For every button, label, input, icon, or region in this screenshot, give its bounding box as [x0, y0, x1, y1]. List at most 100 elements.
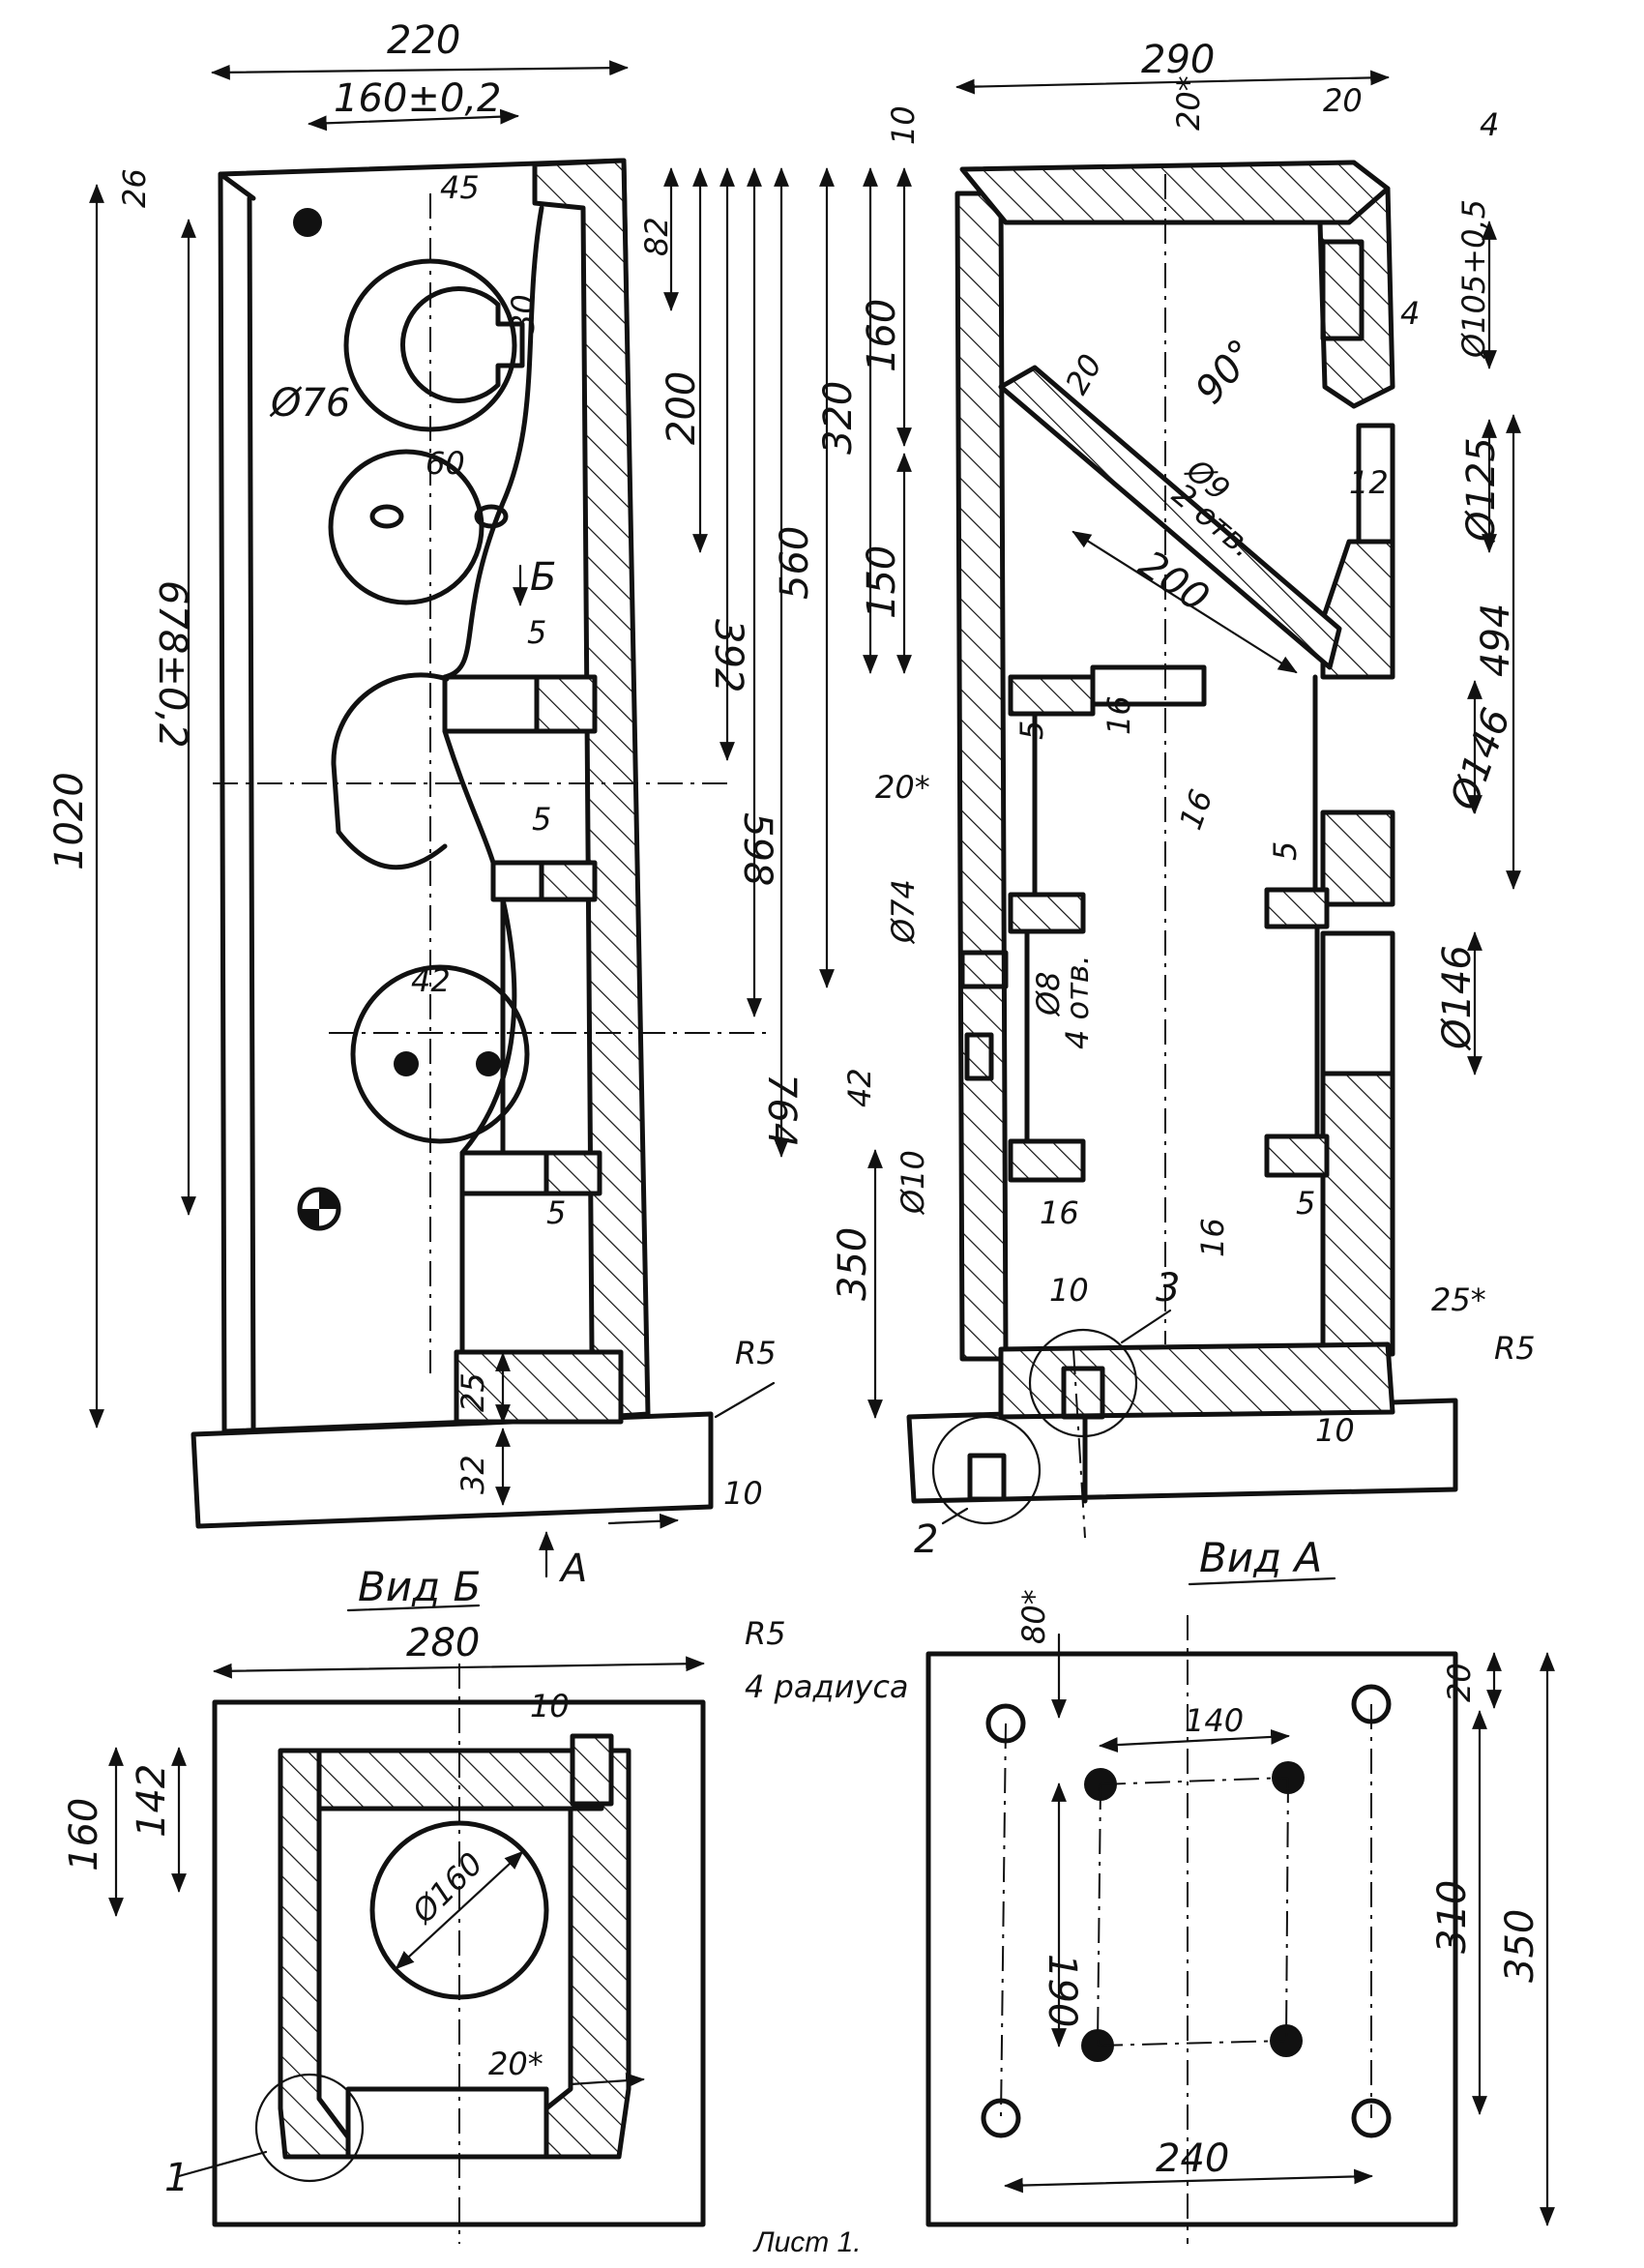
top-wall — [959, 160, 1391, 225]
dim-d8: Ø8 — [1030, 971, 1067, 1017]
dim-494: 494 — [1474, 604, 1518, 677]
dim-25: 25* — [1431, 1281, 1486, 1318]
dim-190: 190 — [1040, 1954, 1084, 2027]
callout-1-label: 1 — [164, 2156, 189, 2200]
dim-d10: Ø10 — [895, 1150, 931, 1216]
dim-d125: Ø125 — [1459, 437, 1504, 544]
dim-20: 20* — [488, 2046, 543, 2082]
dim-20s: 20* — [1170, 75, 1207, 131]
view-b-title: Вид Б — [358, 1563, 481, 1610]
inner-flange-2 — [1008, 892, 1086, 934]
view-b-right-wall — [543, 1748, 631, 2160]
port-146 — [1320, 930, 1395, 1076]
dim-42: 42 — [411, 962, 451, 999]
dim-160: 160±0,2 — [334, 76, 501, 121]
dim-20c: 20* — [875, 769, 930, 806]
shelf-1 — [534, 674, 598, 734]
dim-42: 42 — [841, 1068, 878, 1107]
dim-350: 350 — [1498, 1909, 1542, 1983]
dim-20: 20 — [1441, 1663, 1478, 1702]
view-a-title: Вид А — [1199, 1534, 1322, 1581]
bottom-block — [454, 1349, 624, 1425]
opening-2 — [328, 449, 484, 605]
dim-5c: 5 — [546, 1194, 566, 1231]
dim-350: 350 — [831, 1227, 875, 1301]
side-section-view: 290 20* 20 10 4 Ø105+0,5 4 320 160 560 2… — [773, 38, 1536, 1562]
dim-16d: 16 — [1194, 1218, 1231, 1257]
sheet-label: Лист 1. — [752, 2226, 862, 2258]
dim-4: 4 — [1480, 106, 1499, 143]
view-b-left-wall — [278, 1748, 351, 2160]
mount-hole-bl — [981, 2098, 1021, 2138]
dim-320: 320 — [816, 381, 861, 455]
slot-2 — [474, 504, 509, 529]
dim-560: 560 — [773, 526, 817, 600]
view-b-outline — [212, 1699, 706, 2227]
dim-60: 60 — [426, 445, 465, 482]
dim-90: 90° — [1187, 332, 1265, 413]
inner-flange-5 — [1264, 1134, 1330, 1178]
bottom-wall — [998, 1341, 1395, 1420]
dim-d76: Ø76 — [269, 381, 350, 426]
dim-12: 12 — [1349, 464, 1389, 501]
dim-240: 240 — [1156, 2136, 1229, 2181]
dim-678: 678±0,2 — [150, 580, 194, 748]
opening-3 — [331, 672, 450, 767]
dim-45: 45 — [440, 169, 480, 206]
dim-32: 32 — [455, 1455, 491, 1494]
dim-1020: 1020 — [47, 772, 92, 870]
front-section-view: 220 160±0,2 45 26 82 30 200 Ø76 60 1020 … — [47, 18, 804, 1591]
mount-hole-br — [1351, 2098, 1392, 2138]
hole-2 — [476, 1051, 501, 1076]
dim-5a: 5 — [1013, 721, 1050, 740]
port-105 — [1320, 239, 1365, 341]
view-a: Вид А 80* 140 20 190 310 350 240 — [925, 1534, 1555, 2244]
dim-5b: 5 — [532, 801, 551, 838]
dim-5c: 5 — [1296, 1185, 1315, 1222]
callout-3-circle — [1028, 1328, 1138, 1438]
dim-290: 290 — [1141, 38, 1215, 82]
hole-1 — [394, 1051, 419, 1076]
inner-flange-1 — [1008, 674, 1096, 717]
dim-d146a: Ø146 — [1441, 702, 1519, 817]
dim-16c: 16 — [1040, 1194, 1079, 1231]
left-wall — [954, 191, 1009, 1362]
left-inner-line — [247, 195, 256, 1430]
dim-310: 310 — [1430, 1880, 1475, 1954]
dim-764: 764 — [759, 1074, 804, 1147]
dim-220: 220 — [387, 18, 460, 63]
callout-3-label: 3 — [1156, 1266, 1180, 1311]
dim-25: 25 — [455, 1372, 491, 1412]
right-wall-bottom — [1320, 1071, 1395, 1357]
shelf-3 — [543, 1150, 602, 1196]
dim-10: 10 — [530, 1688, 570, 1724]
view-marker-b: Б — [530, 555, 556, 600]
dim-r5: R5 — [735, 1335, 777, 1371]
inner-flange-4 — [1008, 1138, 1086, 1183]
dim-d105: Ø105+0,5 — [1455, 199, 1492, 360]
view-b: Вид Б 280 R5 4 радиуса 10 160 142 Ø160 2… — [62, 1563, 909, 2244]
dim-598: 598 — [735, 812, 779, 886]
dim-5a: 5 — [527, 614, 546, 651]
dim-4-holes: 4 отв. — [1059, 955, 1096, 1049]
dim-26: 26 — [116, 168, 153, 208]
dim-200: 200 — [660, 371, 704, 445]
bore-76-keyway — [400, 286, 525, 403]
inclined-plate — [998, 365, 1342, 670]
slot-1 — [369, 504, 404, 529]
dim-280: 280 — [406, 1621, 480, 1665]
port-125 — [1356, 423, 1395, 545]
break-line — [442, 205, 544, 1156]
dim-160: 160 — [860, 299, 904, 372]
inner-flange-3 — [1264, 887, 1330, 929]
dim-140: 140 — [1185, 1702, 1244, 1739]
dim-16a: 16 — [1101, 695, 1137, 735]
dim-30: 30 — [505, 294, 542, 334]
dim-160: 160 — [62, 1798, 106, 1871]
dim-d146b: Ø146 — [1435, 945, 1480, 1051]
dim-r5: R5 — [745, 1615, 786, 1652]
shelf-2 — [539, 860, 598, 902]
dim-r5: R5 — [1494, 1330, 1536, 1367]
